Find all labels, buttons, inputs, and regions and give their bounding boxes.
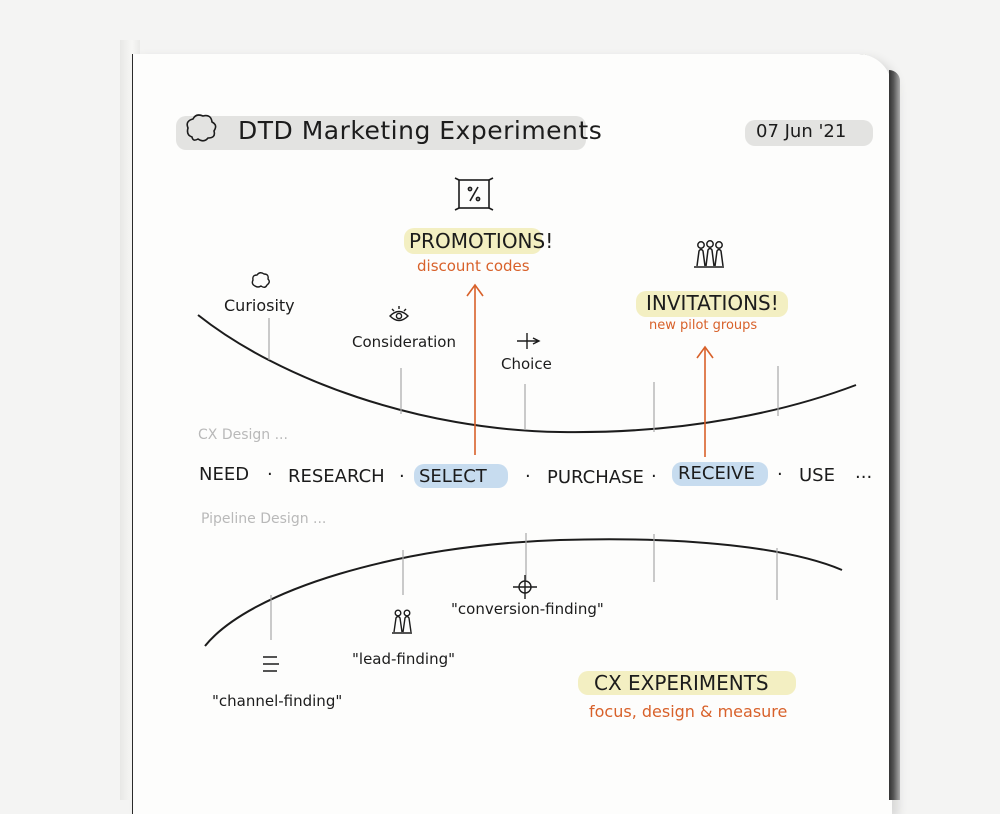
receive-highlight — [672, 462, 768, 486]
page-date: 07 Jun '21 — [756, 121, 847, 142]
stage-purchase: PURCHASE — [547, 467, 644, 488]
channel-finding-label: "channel-finding" — [212, 692, 343, 710]
lines-icon — [263, 656, 279, 672]
stage-separator: · — [651, 466, 657, 487]
stage-receive: RECEIVE — [678, 463, 755, 484]
cx-curve-ticks — [268, 318, 779, 432]
stage-use: USE — [799, 465, 835, 486]
invitations-subtitle: new pilot groups — [649, 318, 758, 333]
consideration-label: Consideration — [352, 333, 456, 351]
stage-need: NEED — [199, 464, 250, 485]
eye-icon — [389, 306, 409, 322]
notebook-edge — [889, 70, 900, 800]
people-icon — [392, 609, 412, 634]
stage-ellipsis: ... — [855, 462, 873, 483]
conversion-finding-label: "conversion-finding" — [451, 600, 604, 618]
stage-separator: · — [777, 464, 783, 485]
stage-separator: · — [399, 466, 405, 487]
select-highlight — [414, 464, 508, 488]
cx-experiments-highlight — [578, 671, 796, 695]
title-highlight — [176, 116, 586, 150]
fork-icon — [517, 333, 541, 349]
diagram-drawing — [186, 114, 857, 672]
cx-experiments-subtitle: focus, design & measure — [589, 702, 788, 721]
cx-curve — [197, 314, 857, 434]
stage-separator: · — [525, 466, 531, 487]
stage-research: RESEARCH — [288, 466, 385, 487]
pipeline-curve-ticks — [270, 533, 778, 640]
promotions-arrow — [466, 283, 484, 455]
cx-experiments-title: CX EXPERIMENTS — [594, 671, 769, 695]
invitations-highlight — [636, 291, 788, 317]
choice-label: Choice — [501, 355, 552, 373]
stage-select: SELECT — [419, 466, 487, 487]
promotions-subtitle: discount codes — [417, 257, 530, 275]
invitations-arrow — [696, 345, 714, 457]
cloud-logo-icon — [186, 114, 217, 142]
promotions-title: PROMOTIONS! — [409, 229, 554, 253]
lead-finding-label: "lead-finding" — [352, 650, 455, 668]
page-title: DTD Marketing Experiments — [238, 116, 603, 145]
pipeline-curve — [204, 538, 843, 647]
pipeline-design-label: Pipeline Design ... — [201, 511, 327, 527]
cloud-icon — [251, 272, 270, 288]
people-group-icon — [694, 240, 724, 268]
cx-design-label: CX Design ... — [198, 427, 288, 443]
crosshair-icon — [513, 575, 537, 599]
date-highlight — [745, 120, 873, 146]
invitations-title: INVITATIONS! — [646, 291, 779, 315]
percent-icon — [454, 177, 494, 211]
stage-separator: · — [267, 464, 273, 485]
promotions-highlight — [404, 228, 542, 254]
curiosity-label: Curiosity — [224, 296, 295, 315]
